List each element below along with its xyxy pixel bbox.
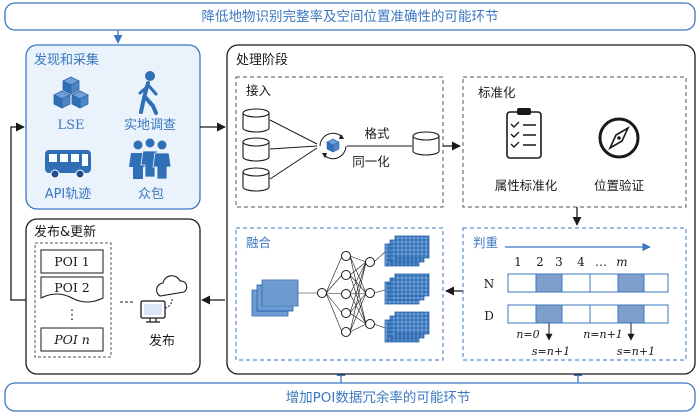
network-node bbox=[365, 288, 375, 298]
publish-title: 发布&更新 bbox=[34, 224, 96, 240]
discover-item-api-trajectory: API轨迹 bbox=[45, 187, 92, 202]
bottom-banner: 增加POI数据冗余率的可能环节 bbox=[4, 382, 696, 412]
dedupe-cell-highlight bbox=[617, 273, 645, 293]
database-icon bbox=[242, 167, 270, 192]
dedupe-index-4: 4 bbox=[577, 255, 585, 269]
crowd-icon bbox=[129, 138, 172, 180]
poi-list-frame bbox=[34, 242, 112, 358]
dedupe-n-zero: n=0 bbox=[516, 328, 539, 341]
fusion-panel: 融合 bbox=[235, 227, 444, 361]
top-banner: 降低地物识别完整率及空间位置准确性的可能环节 bbox=[4, 2, 696, 31]
input-layer-stack bbox=[251, 279, 299, 317]
database-icon bbox=[412, 131, 440, 156]
dedupe-title: 判重 bbox=[473, 235, 498, 250]
top-banner-text: 降低地物识别完整率及空间位置准确性的可能环节 bbox=[202, 8, 499, 25]
dedupe-s-plus-1: s=n+1 bbox=[532, 345, 570, 358]
cube-cycle-icon bbox=[319, 132, 347, 160]
dedupe-index-1: 1 bbox=[514, 255, 522, 269]
poi-box-2 bbox=[40, 276, 104, 303]
walking-person-icon bbox=[138, 71, 158, 115]
standardize-title: 标准化 bbox=[478, 85, 516, 100]
dedupe-cell-highlight bbox=[535, 304, 563, 324]
dedupe-index-2: 2 bbox=[536, 255, 544, 269]
standardize-panel: 标准化 属性标准化 位置验证 bbox=[462, 76, 687, 208]
network-node bbox=[341, 270, 351, 280]
standardize-location-label: 位置验证 bbox=[594, 178, 645, 193]
poi-label-2: POI 2 bbox=[54, 280, 90, 295]
output-layer-stack-3 bbox=[384, 311, 430, 343]
discover-item-field-survey: 实地调查 bbox=[124, 118, 176, 133]
discover-item-lse: LSE bbox=[57, 118, 84, 133]
poi-ellipsis: ⋮ bbox=[66, 308, 79, 323]
dedupe-cell-highlight bbox=[535, 273, 563, 293]
compass-icon bbox=[598, 117, 640, 159]
bus-icon bbox=[45, 150, 91, 179]
dedupe-index-3: 3 bbox=[555, 255, 563, 269]
dedupe-panel: 判重 1 2 3 4 … m N D n=0 n=n+1 s=n+1 bbox=[462, 227, 687, 361]
ingest-panel: 接入 bbox=[235, 76, 444, 208]
discover-title: 发现和采集 bbox=[34, 52, 99, 68]
publish-panel: 发布&更新 POI 1 POI 2 ⋮ POI n 发布 bbox=[25, 218, 201, 375]
standardize-attribute-label: 属性标准化 bbox=[495, 178, 558, 193]
bottom-banner-text: 增加POI数据冗余率的可能环节 bbox=[286, 389, 471, 406]
ingest-format-label: 格式 bbox=[364, 126, 390, 141]
arrow-feedback-loop bbox=[10, 122, 26, 301]
ingest-title: 接入 bbox=[246, 83, 272, 98]
dedupe-row-label-d: D bbox=[484, 309, 494, 323]
processing-panel: 处理阶段 接入 bbox=[226, 44, 696, 375]
database-icon bbox=[242, 137, 270, 162]
network-node bbox=[365, 257, 375, 267]
network-node bbox=[341, 251, 351, 261]
dedupe-row-label-n: N bbox=[484, 277, 495, 291]
dedupe-cell-highlight bbox=[617, 304, 645, 324]
discover-panel: 发现和采集 LSE 实地调查 bbox=[25, 44, 201, 210]
network-connections bbox=[298, 251, 386, 333]
cubes-icon bbox=[53, 76, 89, 109]
processing-title: 处理阶段 bbox=[236, 53, 288, 68]
dedupe-index-ellipsis: … bbox=[595, 255, 607, 269]
poi-label-1: POI 1 bbox=[54, 254, 90, 269]
ingest-unify-label: 同一化 bbox=[352, 154, 390, 169]
dedupe-s-plus-2: s=n+1 bbox=[617, 345, 655, 358]
publish-cloud-monitor-icon bbox=[140, 275, 188, 323]
network-node bbox=[365, 319, 375, 329]
output-layer-stack-2 bbox=[384, 273, 430, 305]
network-node bbox=[341, 327, 351, 337]
network-node bbox=[317, 288, 327, 298]
discover-item-crowdsourcing: 众包 bbox=[138, 187, 164, 202]
poi-box-1 bbox=[40, 249, 104, 274]
dedupe-index-m: m bbox=[616, 255, 627, 269]
fusion-title: 融合 bbox=[246, 235, 272, 250]
dedupe-n-plus: n=n+1 bbox=[583, 328, 623, 341]
dedupe-row-d-dividers bbox=[535, 305, 645, 323]
publish-action-label: 发布 bbox=[149, 333, 175, 349]
database-icon bbox=[242, 108, 270, 133]
dedupe-row-n-dividers bbox=[535, 274, 645, 292]
ingest-merge-lines bbox=[269, 119, 318, 180]
output-layer-stack-1 bbox=[384, 235, 430, 267]
clipboard-checklist-icon bbox=[506, 108, 542, 159]
poi-label-n: POI n bbox=[53, 332, 90, 347]
network-node bbox=[341, 308, 351, 318]
network-node bbox=[341, 289, 351, 299]
poi-box-n bbox=[40, 327, 104, 352]
